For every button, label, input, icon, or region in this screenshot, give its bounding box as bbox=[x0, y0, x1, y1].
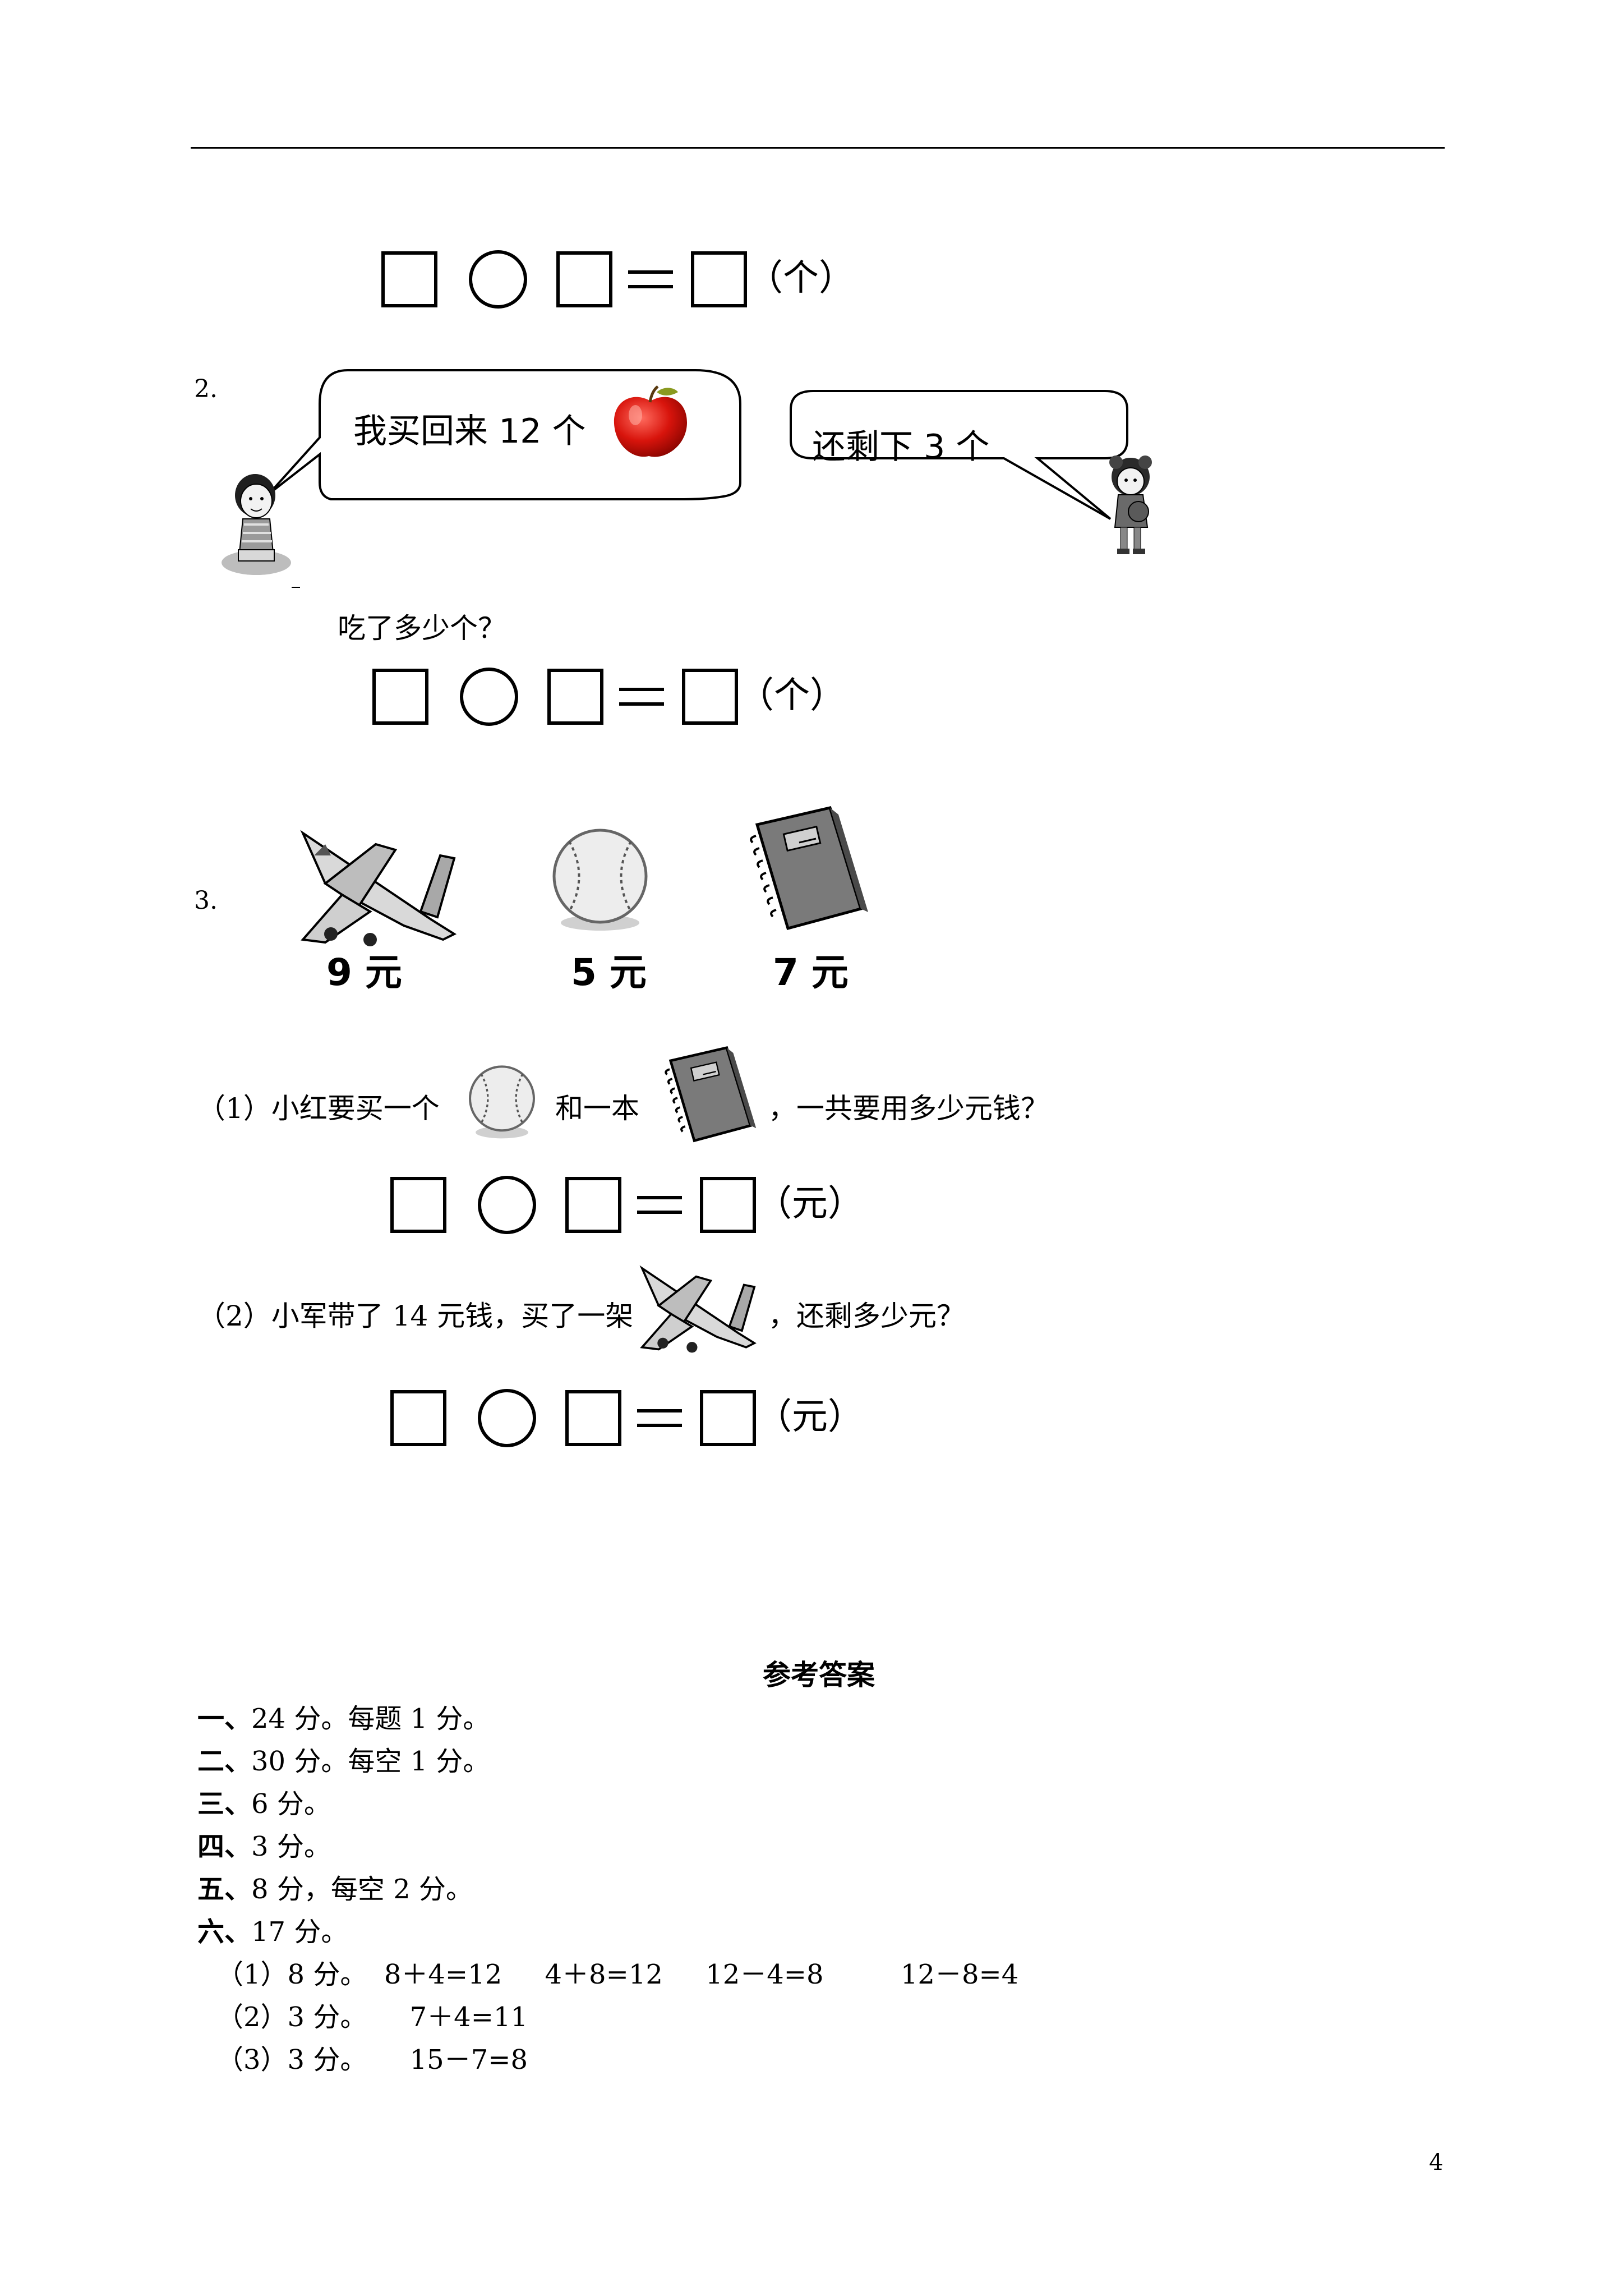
answer-sub-line: （2）3 分。 7＋4=11 bbox=[216, 2001, 528, 2033]
answer-box[interactable] bbox=[390, 1177, 446, 1233]
q2-question: 吃了多少个？ bbox=[338, 612, 506, 645]
answer-text: 6 分。 bbox=[251, 1788, 331, 1820]
bubble-left-text: 我买回来 12 个 bbox=[353, 412, 586, 451]
answer-box[interactable] bbox=[700, 1177, 756, 1233]
q3-sub2-prefix: （2）小军带了 14 元钱，买了一架 bbox=[197, 1300, 634, 1332]
price-baseball: 5 元 bbox=[571, 951, 647, 994]
airplane-icon bbox=[639, 1265, 757, 1353]
answer-line: 四、3 分。 bbox=[197, 1824, 331, 1864]
answer-label: 三、 bbox=[197, 1788, 252, 1820]
answer-box[interactable] bbox=[390, 1390, 446, 1446]
answers-title: 参考答案 bbox=[763, 1658, 875, 1691]
answer-box[interactable] bbox=[682, 669, 738, 725]
notebook-icon bbox=[665, 1046, 757, 1143]
equals-sign bbox=[628, 270, 673, 288]
unit-label: （个） bbox=[747, 257, 855, 299]
q3-sub2-suffix: ，还剩多少元？ bbox=[768, 1300, 965, 1332]
equation-row-q1: （个） bbox=[381, 250, 864, 319]
girl-illustration-left bbox=[222, 474, 300, 588]
equals-sign bbox=[637, 1409, 682, 1427]
answer-box[interactable] bbox=[547, 669, 603, 725]
answer-box[interactable] bbox=[556, 251, 612, 307]
answer-text: 24 分。每题 1 分。 bbox=[251, 1703, 490, 1734]
answer-label: 五、 bbox=[197, 1874, 252, 1905]
operator-circle[interactable] bbox=[469, 250, 527, 309]
price-notebook: 7 元 bbox=[773, 951, 849, 994]
operator-circle[interactable] bbox=[478, 1389, 536, 1447]
answer-box[interactable] bbox=[691, 251, 747, 307]
unit-label: （元） bbox=[756, 1183, 864, 1225]
answer-line: 二、30 分。每空 1 分。 bbox=[197, 1739, 490, 1778]
answer-label: 一、 bbox=[197, 1703, 252, 1734]
answer-sub-line: （3）3 分。 15－7=8 bbox=[216, 2044, 528, 2076]
answer-box[interactable] bbox=[381, 251, 437, 307]
baseball-icon bbox=[552, 829, 648, 931]
operator-circle[interactable] bbox=[478, 1176, 536, 1234]
answer-label: 四、 bbox=[197, 1831, 252, 1862]
question-number-2: 2. bbox=[194, 375, 218, 403]
answer-box[interactable] bbox=[565, 1177, 621, 1233]
answer-text: 8 分，每空 2 分。 bbox=[251, 1874, 473, 1905]
answer-label: 六、 bbox=[197, 1916, 252, 1948]
girl-illustration-right bbox=[1109, 455, 1152, 554]
unit-label: （元） bbox=[756, 1396, 864, 1438]
baseball-icon bbox=[469, 1065, 535, 1139]
equals-sign bbox=[619, 688, 664, 706]
answer-box[interactable] bbox=[565, 1390, 621, 1446]
q3-sub1-mid: 和一本 bbox=[555, 1092, 639, 1125]
bubble-right-text: 还剩下 3 个 bbox=[812, 427, 990, 467]
unit-label: （个） bbox=[738, 675, 846, 716]
answer-line: 三、6 分。 bbox=[197, 1782, 331, 1821]
answer-box[interactable] bbox=[700, 1390, 756, 1446]
operator-circle[interactable] bbox=[460, 668, 518, 726]
equation-row-q3-1: （元） bbox=[390, 1176, 873, 1244]
notebook-icon bbox=[750, 806, 868, 931]
speech-bubble-right bbox=[790, 390, 1128, 520]
answer-line: 一、24 分。每题 1 分。 bbox=[197, 1696, 490, 1736]
q3-sub1-suffix: ，一共要用多少元钱？ bbox=[768, 1092, 1049, 1125]
answer-text: 3 分。 bbox=[251, 1831, 331, 1862]
airplane-icon bbox=[300, 830, 457, 946]
equation-row-q2: （个） bbox=[372, 668, 855, 736]
apple-icon bbox=[614, 385, 687, 457]
answer-text: 17 分。 bbox=[251, 1916, 348, 1948]
answer-box[interactable] bbox=[372, 669, 428, 725]
answer-line: 五、8 分，每空 2 分。 bbox=[197, 1867, 473, 1906]
answer-label: 二、 bbox=[197, 1746, 252, 1777]
page-number: 4 bbox=[1429, 2150, 1444, 2175]
q3-sub1-prefix: （1）小红要买一个 bbox=[197, 1092, 440, 1125]
header-rule bbox=[191, 147, 1445, 149]
answer-line: 六、17 分。 bbox=[197, 1910, 348, 1949]
answer-sub-line: （1）8 分。 8＋4=12 4＋8=12 12－4=8 12－8=4 bbox=[216, 1959, 1019, 1990]
answer-text: 30 分。每空 1 分。 bbox=[251, 1746, 490, 1777]
equation-row-q3-2: （元） bbox=[390, 1389, 873, 1457]
price-airplane: 9 元 bbox=[326, 951, 402, 994]
question-number-3: 3. bbox=[194, 886, 218, 915]
equals-sign bbox=[637, 1196, 682, 1214]
